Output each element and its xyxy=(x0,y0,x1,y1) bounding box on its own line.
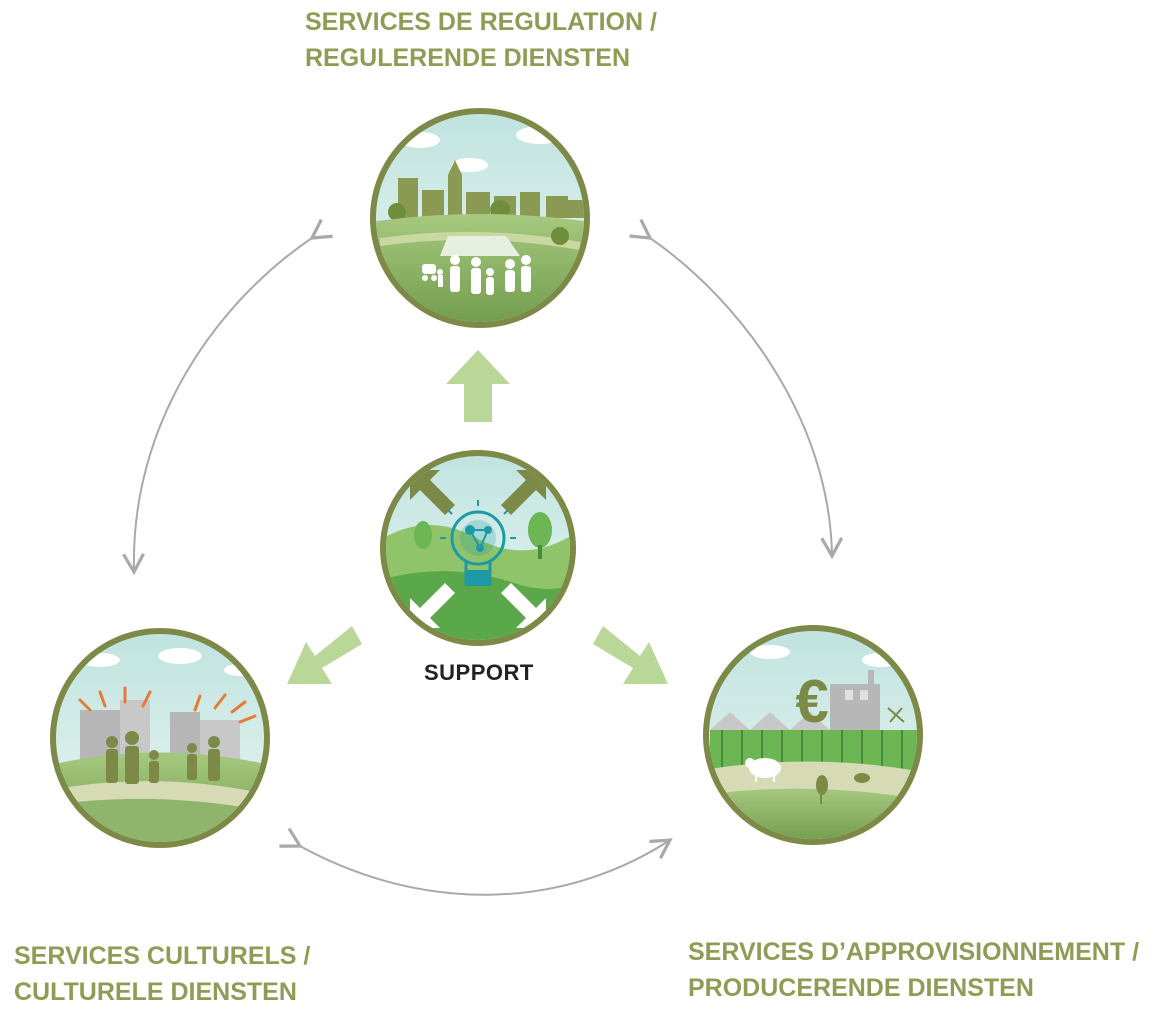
provisioning-label-line2: PRODUCERENDE DIENSTEN xyxy=(688,974,1034,1002)
cultural-services-label: SERVICES CULTURELS / CULTURELE DIENSTEN xyxy=(14,938,310,1010)
support-arrows xyxy=(287,350,668,684)
arrow-to-cultural xyxy=(287,626,362,684)
cultural-circle xyxy=(50,628,270,848)
arrow-to-provisioning xyxy=(593,626,668,684)
connector-regulation-provisioning xyxy=(629,218,844,560)
support-label: SUPPORT xyxy=(424,660,534,685)
support-circle xyxy=(380,450,576,646)
cultural-label-line1: SERVICES CULTURELS / xyxy=(14,942,311,970)
connector-cultural-provisioning xyxy=(279,827,673,896)
city-people-scene-icon xyxy=(376,114,584,322)
svg-text:€: € xyxy=(795,668,828,735)
regulation-label-line2: REGULERENDE DIENSTEN xyxy=(305,44,631,72)
euro-factory-crops-icon: € xyxy=(709,631,917,839)
regulation-circle xyxy=(370,108,590,328)
arrow-up-to-regulation xyxy=(446,350,510,422)
connector-arrows xyxy=(122,218,844,896)
connector-regulation-cultural xyxy=(122,218,333,576)
regulation-services-label: SERVICES DE REGULATION / REGULERENDE DIE… xyxy=(305,4,657,76)
provisioning-services-label: SERVICES D’APPROVISIONNEMENT / PRODUCERE… xyxy=(688,934,1139,1006)
provisioning-label-line1: SERVICES D’APPROVISIONNEMENT / xyxy=(688,938,1140,966)
regulation-label-line1: SERVICES DE REGULATION / xyxy=(305,8,657,36)
cultural-label-line2: CULTURELE DIENSTEN xyxy=(14,978,297,1006)
provisioning-circle: € xyxy=(703,625,923,845)
